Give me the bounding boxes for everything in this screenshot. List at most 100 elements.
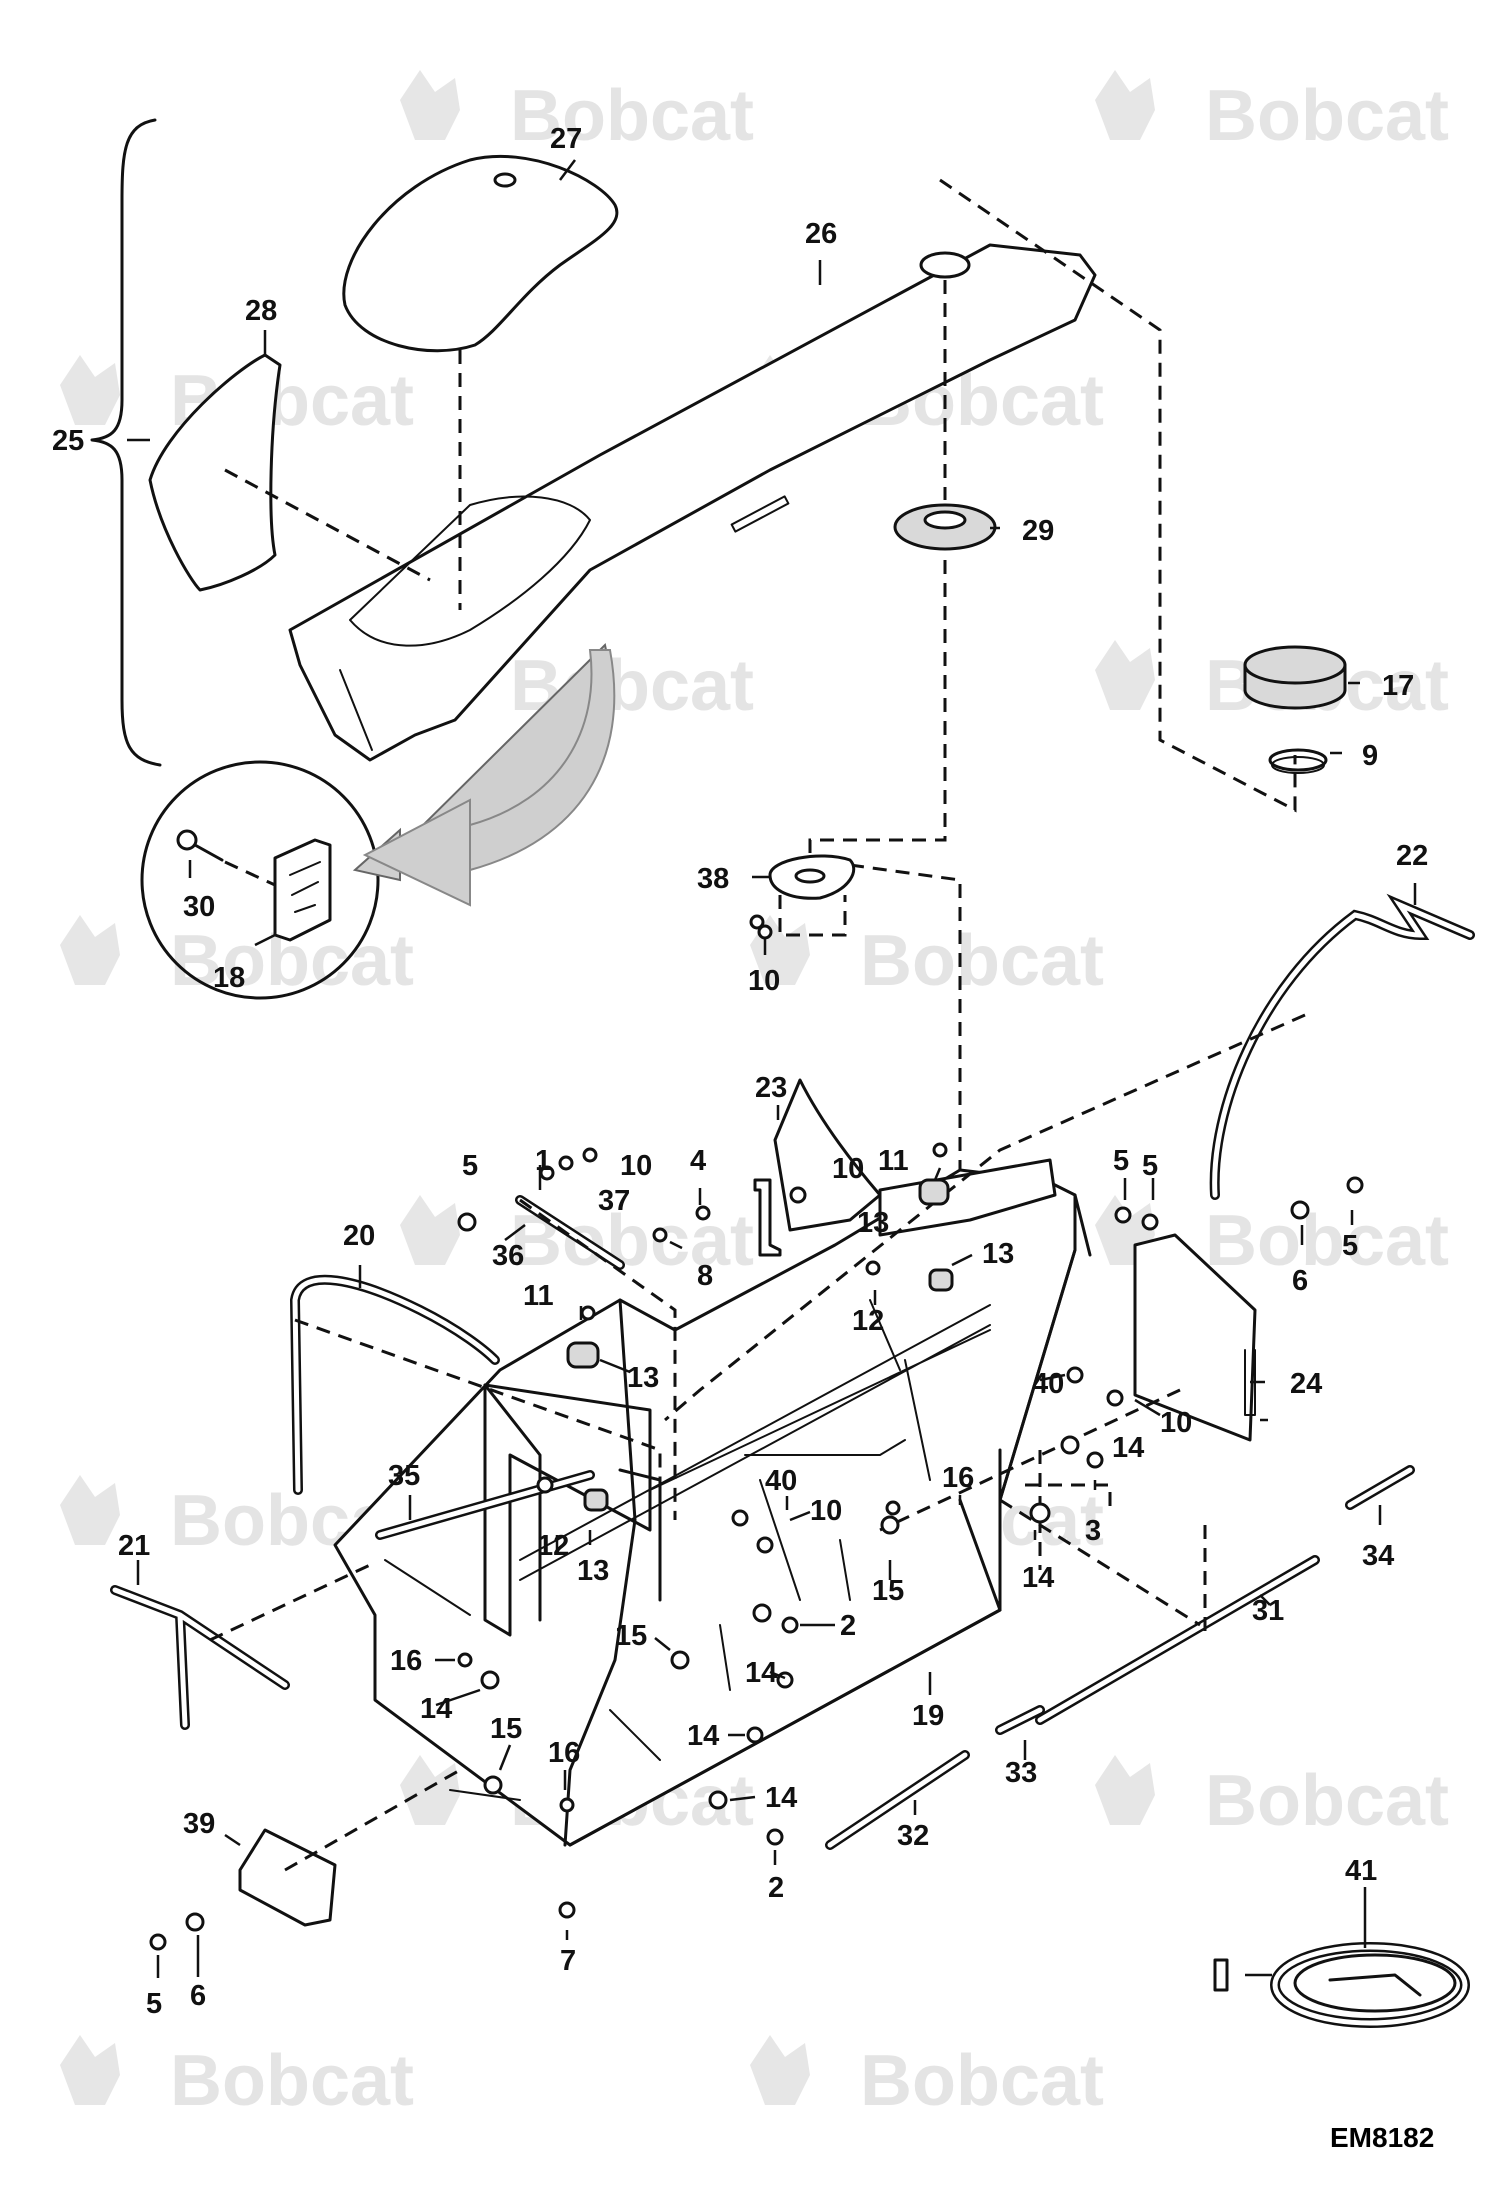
washer-15: [880, 1515, 900, 1535]
washer-14: [1060, 1435, 1080, 1455]
callout-15-a: 15: [872, 1575, 904, 1607]
bolt-5: [149, 1933, 167, 1951]
callout-10-e: 10: [810, 1495, 842, 1527]
part-19-floor: [519, 1304, 991, 1601]
callout-3: 3: [1085, 1515, 1101, 1547]
part-41-trim-end: [1213, 1958, 1229, 1992]
part-18-latch-detail: [289, 861, 321, 913]
part-20-handle-inner: [292, 1277, 498, 1493]
part-22-rail: [1209, 893, 1475, 1200]
part-21-bracket: [110, 1585, 290, 1730]
callout-12-b: 12: [537, 1530, 569, 1562]
washer-14: [480, 1670, 500, 1690]
bobcat-logo-icon: [750, 2035, 810, 2105]
callout-26: 26: [805, 218, 837, 250]
callout-6-a: 6: [1292, 1265, 1308, 1297]
part-10-nut: [749, 914, 765, 930]
bolt-5: [1114, 1206, 1132, 1224]
bolt-3: [1086, 1451, 1104, 1469]
callout-1: 1: [535, 1145, 551, 1177]
callout-11-b: 11: [523, 1280, 554, 1312]
callout-8: 8: [697, 1260, 713, 1292]
washer-37: [558, 1155, 574, 1171]
leader-lines: [127, 159, 1417, 1978]
dash-lower-5: [209, 1563, 371, 1642]
callout-13-d: 13: [577, 1555, 609, 1587]
nut-10: [582, 1147, 598, 1163]
part-19-tower: [773, 1078, 882, 1232]
callout-5-c: 5: [1142, 1150, 1158, 1182]
watermark-text: Bobcat: [1205, 1761, 1449, 1841]
callout-16-c: 16: [548, 1737, 580, 1769]
dash-38-bolts: [778, 895, 847, 937]
callout-16-a: 16: [942, 1462, 974, 1494]
callout-15-b: 15: [615, 1620, 647, 1652]
part-29-hole: [923, 510, 967, 530]
bolt-5: [1346, 1176, 1364, 1194]
callout-5-b: 5: [1113, 1145, 1129, 1177]
watermark-text: Bobcat: [1205, 1201, 1449, 1281]
dash-30-to-18: [224, 860, 276, 887]
callout-14-e: 14: [687, 1720, 719, 1752]
dash-38-to-13: [849, 863, 962, 1182]
callout-38: 38: [697, 863, 729, 895]
callout-20: 20: [343, 1220, 375, 1252]
washer-16: [885, 1500, 901, 1516]
part-17-cap-top: [1243, 645, 1347, 685]
washer-16: [457, 1652, 473, 1668]
part-26-shroud: [288, 243, 1097, 762]
bobcat-logo-icon: [1095, 640, 1155, 710]
callout-15-c: 15: [490, 1713, 522, 1745]
callout-28: 28: [245, 295, 277, 327]
bolt-7: [558, 1901, 576, 1919]
dash-lower-6: [284, 1768, 461, 1872]
callout-40-a: 40: [1032, 1368, 1064, 1400]
part-38-hole: [794, 868, 826, 884]
dash-lower-3: [664, 1013, 1306, 1422]
part-27-pad: [342, 154, 619, 353]
callout-5-d: 5: [1342, 1230, 1358, 1262]
part-9-ring: [1268, 748, 1328, 772]
callout-27: 27: [550, 123, 582, 155]
part-19-frame-front: [483, 1383, 652, 1637]
part-24-plate: [1133, 1233, 1257, 1442]
callout-22: 22: [1396, 840, 1428, 872]
part-30-pin-head: [176, 829, 198, 851]
callout-23: 23: [755, 1072, 787, 1104]
part-19-upper-plate: [878, 1158, 1057, 1237]
part-22-rail-inner: [1212, 899, 1473, 1198]
callout-14-b: 14: [1022, 1562, 1054, 1594]
callout-36: 36: [492, 1240, 524, 1272]
part-19-right-upright: [958, 1193, 1092, 1612]
detail-arrow-head: [362, 798, 471, 907]
callout-37: 37: [598, 1185, 630, 1217]
washer-14: [746, 1726, 764, 1744]
callout-10-d: 10: [1160, 1407, 1192, 1439]
bobcat-logo-icon: [400, 1195, 460, 1265]
callout-12-a: 12: [852, 1305, 884, 1337]
part-36-bar-inner: [517, 1197, 623, 1268]
washer-15: [483, 1775, 503, 1795]
callout-14-c: 14: [745, 1657, 777, 1689]
callout-10-a: 10: [748, 965, 780, 997]
callout-5-a: 5: [462, 1150, 478, 1182]
callout-13-b: 13: [982, 1238, 1014, 1270]
washer-40: [1066, 1366, 1084, 1384]
bobcat-logo-icon: [60, 355, 120, 425]
bolt-11: [580, 1305, 596, 1321]
bolt-4: [695, 1205, 711, 1221]
part-30-pin-shaft: [193, 843, 224, 862]
callout-32: 32: [897, 1820, 929, 1852]
hardware-group: [149, 1142, 1364, 1951]
bobcat-logo-icon: [400, 70, 460, 140]
nut-10: [1106, 1389, 1124, 1407]
callout-34: 34: [1362, 1540, 1394, 1572]
callout-21: 21: [118, 1530, 150, 1562]
callout-16-b: 16: [390, 1645, 422, 1677]
clip-13: [918, 1178, 950, 1206]
dash-lower-7: [999, 1498, 1201, 1627]
part-9-ring-inner: [1271, 756, 1325, 774]
callout-14-d: 14: [420, 1693, 452, 1725]
part-39-pad: [238, 1828, 337, 1927]
